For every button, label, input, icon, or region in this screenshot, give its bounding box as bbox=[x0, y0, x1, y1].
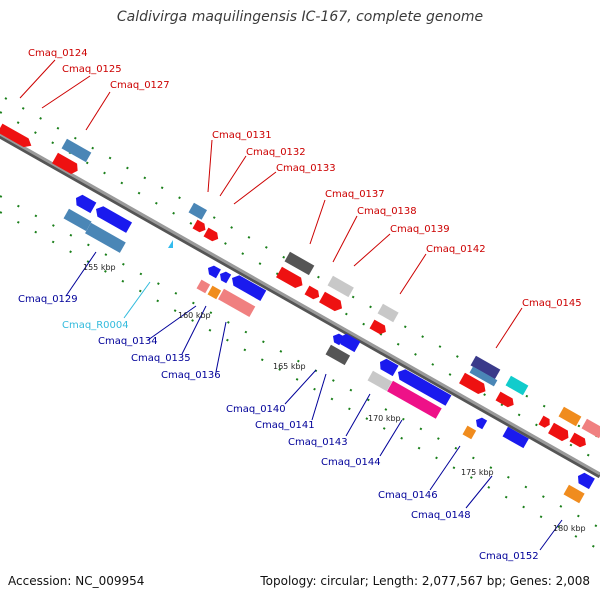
genome-summary-text: Topology: circular; Length: 2,077,567 bp… bbox=[260, 574, 590, 588]
gene-label[interactable]: Cmaq_0125 bbox=[62, 64, 122, 75]
gene-label[interactable]: Cmaq_0145 bbox=[522, 298, 582, 309]
gene-cmaq-0152b bbox=[563, 484, 585, 504]
gene-cmaq-0141 bbox=[325, 344, 351, 366]
gene-cmaq-0131 bbox=[188, 202, 208, 220]
gene-top-orange bbox=[558, 406, 582, 427]
gene-label[interactable]: Cmaq_0139 bbox=[390, 224, 450, 235]
gene-label[interactable]: Cmaq_0140 bbox=[226, 404, 286, 415]
gene-cmaq-0138 bbox=[304, 285, 320, 300]
genome-backbone-shadow bbox=[0, 133, 600, 479]
gene-label[interactable]: Cmaq_0134 bbox=[98, 336, 158, 347]
gene-cmaq-0124 bbox=[0, 123, 32, 148]
gene-label[interactable]: Cmaq_0148 bbox=[411, 510, 471, 521]
gene-cmaq-0148 bbox=[502, 426, 529, 449]
gene-cmaq-0137b bbox=[276, 266, 303, 289]
gene-cmaq-0145 bbox=[470, 355, 501, 380]
genes-bottom-strand bbox=[63, 194, 595, 504]
gene-cmaq-0139 bbox=[327, 275, 354, 298]
scale-label: 180 kbp bbox=[553, 524, 586, 533]
gene-label[interactable]: Cmaq_0135 bbox=[131, 353, 191, 364]
scale-label: 155 kbp bbox=[83, 263, 116, 272]
gene-label[interactable]: Cmaq_0131 bbox=[212, 130, 272, 141]
gene-cmaq-0138b bbox=[319, 291, 343, 312]
gene-cmaq-0143c bbox=[367, 370, 393, 392]
gene-label[interactable]: Cmaq_0124 bbox=[28, 48, 88, 59]
gene-cmaq-0143a bbox=[380, 358, 399, 377]
gene-cmaq-r0004 bbox=[168, 240, 173, 248]
genes-top-strand bbox=[0, 123, 600, 448]
map-title: Caldivirga maquilingensis IC-167, comple… bbox=[116, 9, 484, 25]
gene-cmaq-0136 bbox=[218, 288, 256, 317]
gene-cmaq-0125 bbox=[52, 152, 78, 175]
gene-cmaq-0145b bbox=[469, 366, 498, 387]
gene-cmaq-0135a bbox=[196, 279, 211, 294]
gene-cmaq-0127 bbox=[61, 138, 92, 163]
gene-cmaq-0137 bbox=[284, 251, 315, 276]
gene-cmaq-0142 bbox=[377, 303, 399, 323]
scale-label: 160 kbp bbox=[178, 311, 211, 320]
gene-cmaq-0129b bbox=[96, 206, 133, 233]
accession-text: Accession: NC_009954 bbox=[8, 574, 145, 588]
gene-label[interactable]: Cmaq_0132 bbox=[246, 147, 306, 158]
gene-cmaq-0144 bbox=[387, 380, 442, 419]
gene-top-red-d bbox=[569, 432, 586, 448]
gene-top-red-b bbox=[538, 415, 550, 428]
gene-cmaq-0134b bbox=[220, 271, 232, 284]
gene-top-cyan bbox=[505, 375, 529, 396]
gene-label[interactable]: Cmaq_0129 bbox=[18, 294, 78, 305]
gene-label[interactable]: Cmaq_0138 bbox=[357, 206, 417, 217]
gene-cmaq-0129a bbox=[76, 194, 97, 214]
scale-label: 170 kbp bbox=[368, 414, 401, 423]
gene-cmaq-0133 bbox=[203, 227, 219, 242]
scale-labels: 155 kbp 160 kbp 165 kbp 170 kbp 175 kbp … bbox=[83, 263, 586, 533]
gene-cmaq-0129c bbox=[63, 208, 92, 232]
scale-label: 175 kbp bbox=[461, 468, 494, 477]
gene-label[interactable]: Cmaq_0136 bbox=[161, 370, 221, 381]
gene-labels-top: Cmaq_0124 Cmaq_0125 Cmaq_0127 Cmaq_0131 … bbox=[28, 48, 582, 309]
gene-cmaq-0145c bbox=[459, 372, 486, 395]
gene-label[interactable]: Cmaq_0127 bbox=[110, 80, 170, 91]
scale-label: 165 kbp bbox=[273, 362, 306, 371]
gene-cmaq-0135b bbox=[207, 285, 222, 300]
gene-cmaq-0146b bbox=[462, 425, 477, 440]
gene-label[interactable]: Cmaq_0143 bbox=[288, 437, 348, 448]
gene-cmaq-0132 bbox=[192, 219, 206, 233]
genome-backbone bbox=[0, 132, 600, 476]
gene-label[interactable]: Cmaq_0133 bbox=[276, 163, 336, 174]
gene-label[interactable]: Cmaq_0142 bbox=[426, 244, 486, 255]
gene-cmaq-0152a bbox=[578, 472, 595, 490]
gene-top-red-a bbox=[495, 391, 514, 408]
gene-cmaq-0129d bbox=[85, 222, 126, 253]
gene-cmaq-0134a bbox=[208, 265, 221, 279]
gene-cmaq-0143b bbox=[398, 369, 452, 406]
gene-cmaq-0134c bbox=[232, 275, 267, 301]
gene-label[interactable]: Cmaq_0137 bbox=[325, 189, 385, 200]
gene-top-pink-edge bbox=[581, 418, 600, 439]
leader-lines-top bbox=[19, 59, 523, 349]
gene-label[interactable]: Cmaq_R0004 bbox=[62, 320, 129, 331]
gene-label[interactable]: Cmaq_0146 bbox=[378, 490, 438, 501]
gene-top-red-c bbox=[548, 422, 569, 442]
gene-cmaq-0146a bbox=[476, 417, 488, 430]
gene-label[interactable]: Cmaq_0144 bbox=[321, 457, 381, 468]
gene-labels-bottom: Cmaq_0129 Cmaq_R0004 Cmaq_0134 Cmaq_0135… bbox=[18, 294, 539, 562]
gene-label[interactable]: Cmaq_0152 bbox=[479, 551, 539, 562]
gene-cmaq-0140b bbox=[340, 333, 361, 353]
gene-cmaq-0142b bbox=[369, 319, 386, 335]
gene-label[interactable]: Cmaq_0141 bbox=[255, 420, 315, 431]
leader-lines-bottom bbox=[65, 251, 563, 551]
